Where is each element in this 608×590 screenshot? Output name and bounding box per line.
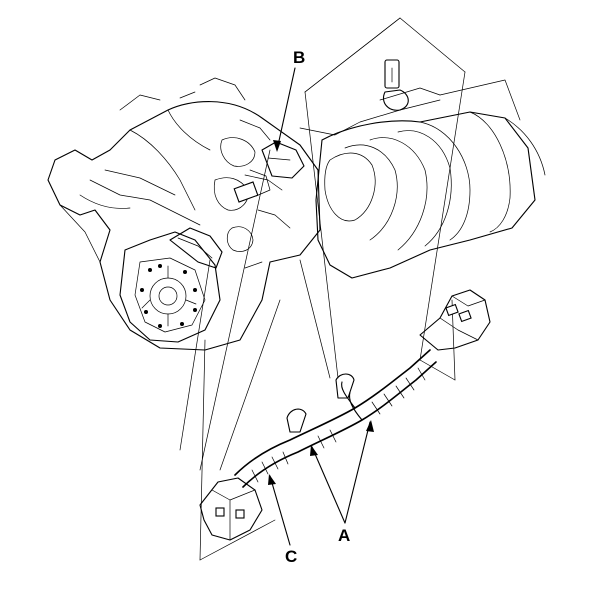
leader-lines: [268, 67, 374, 546]
callout-label-c: C: [285, 547, 298, 566]
top-clip: [382, 59, 409, 111]
frame-lines: [179, 17, 466, 561]
driveshaft-housing: [299, 79, 546, 279]
bracket-b: [233, 141, 305, 203]
callout-label-a: A: [338, 526, 351, 545]
transmission-case: [47, 77, 321, 351]
wire-harness: [199, 289, 491, 541]
callout-label-b: B: [293, 48, 306, 67]
position-sensor: [119, 227, 223, 343]
